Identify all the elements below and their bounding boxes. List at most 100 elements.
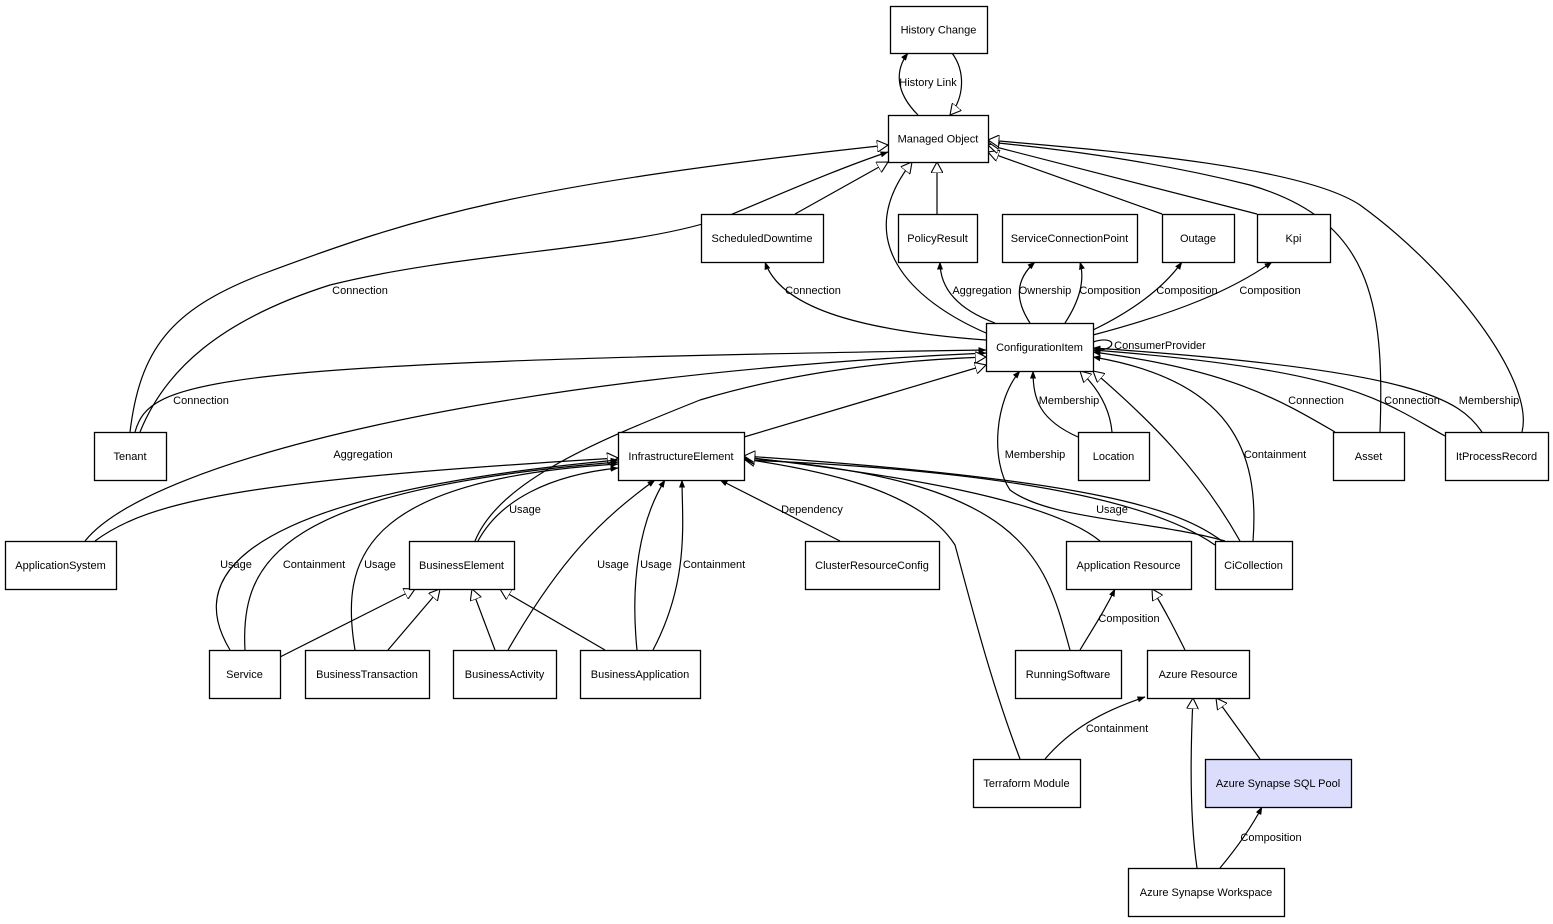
association-arrow <box>350 461 619 651</box>
association-arrow <box>937 261 996 324</box>
node-application-resource[interactable]: Application Resource <box>1065 540 1193 591</box>
node-service-connection-point[interactable]: ServiceConnectionPoint <box>1001 213 1139 264</box>
edge-ci-collection-to-infrastructure-element <box>744 456 1223 542</box>
node-box <box>93 431 168 482</box>
edge-running-software-to-application-resource: Composition <box>1079 588 1160 651</box>
node-box <box>985 322 1095 373</box>
edge-application-system-to-infrastructure-element <box>94 458 618 542</box>
association-arrow <box>743 457 1216 546</box>
node-infrastructure-element[interactable]: InfrastructureElement <box>617 431 746 482</box>
association-arrow <box>1064 261 1085 324</box>
edge-configuration-item-to-scheduled-downtime: Connection <box>764 261 987 341</box>
edge-application-resource-to-infrastructure-element <box>744 457 1101 542</box>
edge-service-to-infrastructure-element: Usage <box>215 457 619 651</box>
inheritance-arrow <box>744 456 1223 542</box>
edge-label: Aggregation <box>333 449 392 461</box>
edge-it-process-record-to-managed-object <box>988 140 1524 433</box>
node-azure-resource[interactable]: Azure Resource <box>1146 649 1251 700</box>
association-arrow <box>898 52 919 116</box>
edge-label: Composition <box>1156 285 1217 297</box>
edge-business-application-to-infrastructure-element: Usage <box>634 479 672 651</box>
edge-tenant-to-managed-object: Connection <box>139 151 889 433</box>
edge-label: Connection <box>785 285 841 297</box>
node-location[interactable]: Location <box>1077 431 1151 482</box>
node-business-transaction[interactable]: BusinessTransaction <box>304 649 431 700</box>
edge-configuration-item-to-service-connection-point: Ownership <box>1019 261 1071 324</box>
edge-azure-resource-to-application-resource <box>1152 589 1186 651</box>
node-box <box>1214 540 1294 591</box>
node-label: ItProcessRecord <box>1456 451 1537 463</box>
node-service[interactable]: Service <box>208 649 282 700</box>
edge-azure-synapse-workspace-to-azure-synapse-sqlpool: Composition <box>1219 806 1302 869</box>
node-managed-object[interactable]: Managed Object <box>887 114 990 164</box>
node-asset[interactable]: Asset <box>1332 431 1406 482</box>
node-business-activity[interactable]: BusinessActivity <box>452 649 558 700</box>
node-label: InfrastructureElement <box>628 451 733 463</box>
node-label: Terraform Module <box>983 778 1069 790</box>
edge-configuration-item-to-managed-object <box>885 162 987 334</box>
edge-label: Containment <box>683 559 745 571</box>
association-arrow <box>1092 261 1273 336</box>
node-label: ScheduledDowntime <box>712 233 813 245</box>
inheritance-arrow <box>1080 371 1113 433</box>
node-box <box>1127 867 1286 918</box>
node-terraform-module[interactable]: Terraform Module <box>972 758 1082 809</box>
association-arrow <box>634 479 666 651</box>
edge-it-process-record-to-configuration-item: Connection <box>1092 347 1446 437</box>
edge-it-process-record-to-configuration-item: Membership <box>1092 345 1519 433</box>
association-arrow <box>215 457 619 651</box>
edge-configuration-item-to-configuration-item: ConsumerProvider <box>1092 339 1206 354</box>
node-running-software[interactable]: RunningSoftware <box>1014 649 1123 700</box>
edge-label: Usage <box>1096 504 1128 516</box>
node-box <box>408 540 516 591</box>
node-kpi[interactable]: Kpi <box>1256 213 1332 264</box>
node-policy-result[interactable]: PolicyResult <box>897 213 979 264</box>
node-box <box>804 540 941 591</box>
edge-location-to-configuration-item: Membership <box>1030 370 1099 438</box>
node-azure-synapse-sqlpool[interactable]: Azure Synapse SQL Pool <box>1204 758 1353 809</box>
node-cluster-resource-config[interactable]: ClusterResourceConfig <box>804 540 941 591</box>
edge-configuration-item-to-service-connection-point: Composition <box>1064 261 1141 324</box>
node-box <box>1014 649 1123 700</box>
node-box <box>452 649 558 700</box>
inheritance-arrow <box>743 365 986 438</box>
association-arrow <box>244 459 619 651</box>
edge-service-to-business-element <box>279 589 415 658</box>
node-label: ApplicationSystem <box>15 560 106 572</box>
edge-label: Composition <box>1098 613 1159 625</box>
node-it-process-record[interactable]: ItProcessRecord <box>1444 431 1550 482</box>
edge-label: Composition <box>1079 285 1140 297</box>
node-business-application[interactable]: BusinessApplication <box>579 649 702 700</box>
association-arrow <box>1219 806 1263 869</box>
edge-azure-synapse-sqlpool-to-azure-resource <box>1216 698 1261 760</box>
node-label: RunningSoftware <box>1026 669 1110 681</box>
node-azure-synapse-workspace[interactable]: Azure Synapse Workspace <box>1127 867 1286 918</box>
node-label: CiCollection <box>1224 560 1283 572</box>
node-box <box>4 540 118 591</box>
node-box <box>1256 213 1332 264</box>
node-configuration-item[interactable]: ConfigurationItem <box>985 322 1095 373</box>
node-box <box>579 649 702 700</box>
edge-label: Composition <box>1239 285 1300 297</box>
inheritance-arrow <box>129 145 888 433</box>
edge-terraform-module-to-azure-resource: Containment <box>1044 696 1148 760</box>
node-ci-collection[interactable]: CiCollection <box>1214 540 1294 591</box>
node-scheduled-downtime[interactable]: ScheduledDowntime <box>700 213 825 264</box>
edge-ci-collection-to-infrastructure-element: Usage <box>743 457 1216 546</box>
node-application-system[interactable]: ApplicationSystem <box>4 540 118 591</box>
node-business-element[interactable]: BusinessElement <box>408 540 516 591</box>
association-arrow <box>719 479 841 542</box>
edge-tenant-to-managed-object <box>129 145 888 433</box>
node-tenant[interactable]: Tenant <box>93 431 168 482</box>
association-arrow <box>477 465 619 542</box>
node-box <box>1204 758 1353 809</box>
node-label: Outage <box>1180 233 1216 245</box>
inheritance-arrow <box>744 459 1021 760</box>
edge-asset-to-configuration-item: Connection <box>1092 350 1344 433</box>
node-box <box>304 649 431 700</box>
node-history-change[interactable]: History Change <box>889 5 989 55</box>
node-outage[interactable]: Outage <box>1161 213 1236 264</box>
